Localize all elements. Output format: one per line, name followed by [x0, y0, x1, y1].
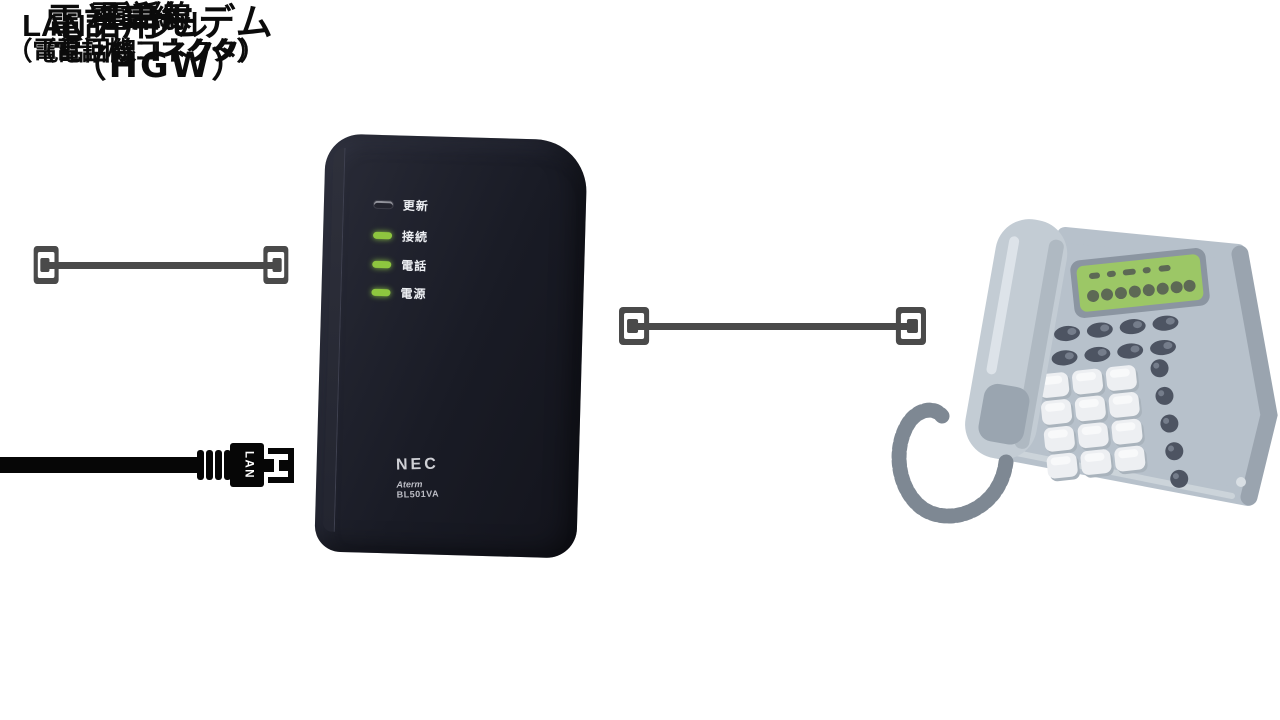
phone-side-shade — [1231, 245, 1278, 506]
modem-led-row-phone: 電話 — [372, 257, 427, 273]
modem-side-seam — [322, 147, 346, 532]
modem-led-row-power: 電源 — [371, 285, 427, 301]
modem-led-row-connect: 接続 — [372, 228, 429, 244]
phone-display — [1070, 248, 1210, 318]
phone-illustration — [891, 219, 1278, 524]
modem-device: 更新 接続 電話 電源 NEC Aterm BL501VA — [314, 133, 588, 559]
modem-branding: NEC Aterm BL501VA — [396, 456, 440, 500]
phone-function-buttons — [1051, 315, 1179, 366]
modem-body: 更新 接続 電話 電源 NEC Aterm BL501VA — [314, 133, 588, 559]
label-modem-caption: 電話用モデム （HGW） — [0, 0, 320, 88]
modem-led-row-update: 更新 — [373, 197, 430, 213]
power-led-label: 電源 — [400, 286, 427, 301]
label-phone-line-wall: 電話線 （電話回線コネクタ） — [0, 0, 272, 68]
phone-cable-wall-icon — [33, 246, 289, 284]
phone-keypad — [1038, 365, 1148, 482]
phone-corner-highlight — [1236, 477, 1246, 487]
modem-caption-line1: 電話用モデム — [46, 1, 274, 44]
label-lan-cable: LANケーブル — [22, 8, 208, 43]
label-phone-line-wall-line2: （電話回線コネクタ） — [6, 36, 266, 67]
label-phone-line-wall-line1: 電話線 — [89, 0, 183, 35]
update-led-icon — [373, 200, 394, 208]
connect-led-icon — [372, 231, 393, 239]
phone-led-label: 電話 — [401, 258, 428, 273]
phone-handset — [965, 219, 1068, 460]
phone-coiled-cord — [891, 402, 1014, 524]
phone-cable-phone-icon — [619, 307, 926, 345]
label-phone-line-phone: 電話線 （電話機コネクタ） — [0, 0, 292, 68]
update-led-label: 更新 — [402, 198, 430, 213]
phone-bottom-highlight — [998, 447, 1235, 499]
nec-logo: NEC — [395, 455, 439, 474]
modem-caption-line2: （HGW） — [71, 46, 249, 87]
power-led-icon — [371, 288, 391, 296]
lan-port-label: LAN — [242, 451, 254, 479]
phone-side-buttons — [1150, 359, 1189, 488]
phone-led-icon — [372, 260, 392, 268]
label-phone-line-phone-line1: 電話線 — [99, 0, 193, 35]
model-number: BL501VA — [396, 488, 440, 500]
label-phone-line-phone-line2: （電話機コネクタ） — [29, 36, 263, 67]
connect-led-label: 接続 — [401, 229, 429, 244]
lan-cable-icon: LAN — [0, 443, 294, 487]
